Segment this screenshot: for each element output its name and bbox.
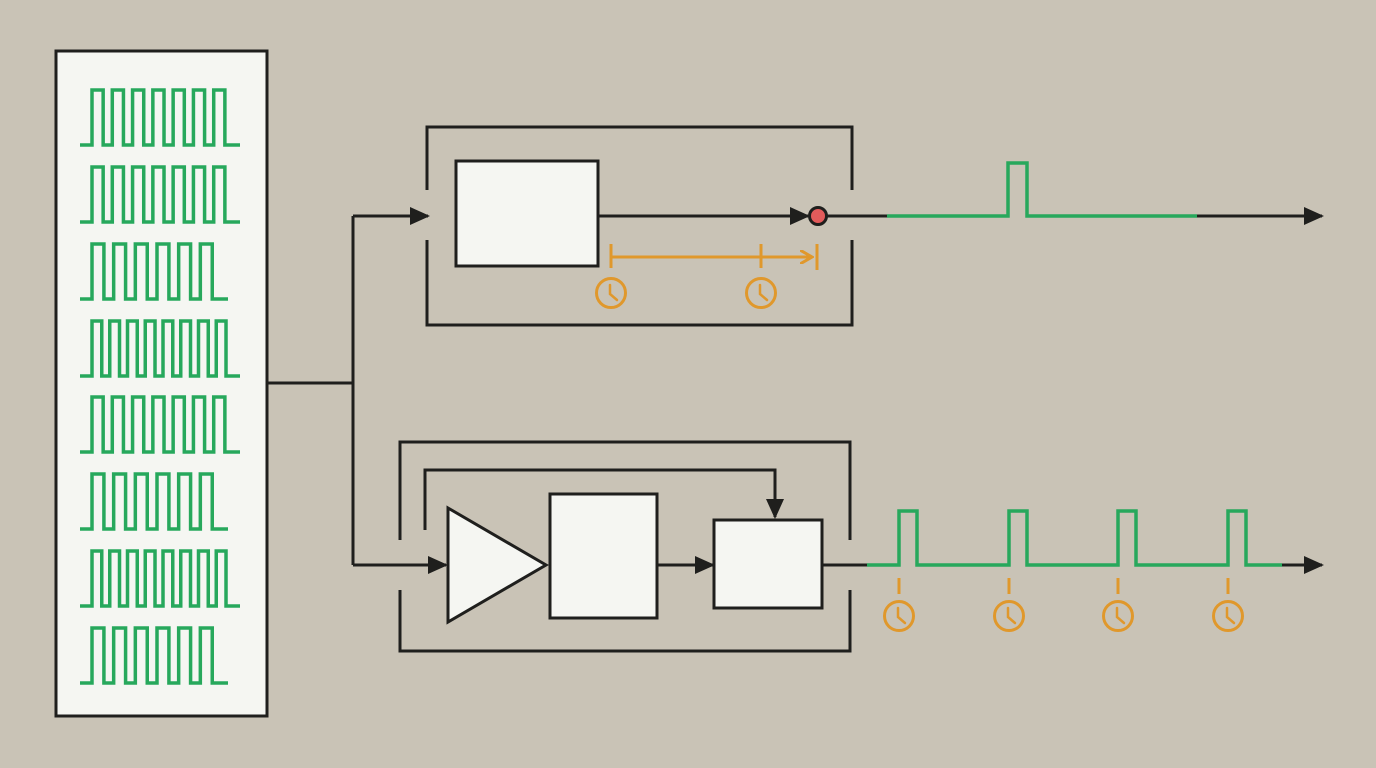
lower-timing (883, 578, 1244, 632)
upper-path (425, 125, 1324, 327)
upper-output-signal (887, 161, 1197, 218)
pulse-train-1 (80, 88, 240, 147)
clock-icon (1102, 600, 1134, 632)
clock-icon (883, 600, 915, 632)
pulse-train-3 (80, 242, 228, 301)
feedback-loop (423, 468, 784, 530)
lower-output-signal (867, 509, 1282, 567)
pulse-train-6 (80, 472, 228, 531)
pulse-train-7 (80, 549, 240, 608)
splitter (267, 207, 448, 574)
lower-path (398, 440, 1324, 653)
pulse-train-8 (80, 626, 228, 685)
pulse-train-5 (80, 395, 240, 454)
input-bank-panel (54, 49, 269, 718)
upper-frame-top (425, 125, 854, 190)
upper-processing-block (454, 159, 600, 268)
pulse-train-4 (80, 319, 240, 378)
input-bank (54, 49, 269, 718)
clock-icon (745, 277, 777, 309)
pulse-trains (80, 88, 240, 685)
marker-dot (808, 206, 828, 226)
pulse-train-2 (80, 165, 240, 224)
lower-frame-bottom (398, 590, 852, 653)
upper-frame-bottom (425, 240, 854, 327)
lower-frame-outer-top (398, 440, 852, 540)
lower-output-block (712, 518, 824, 610)
triangle-amplifier (446, 505, 549, 625)
upper-timing (595, 244, 819, 309)
lower-processing-block (548, 492, 659, 620)
clock-icon (993, 600, 1025, 632)
clock-icon (595, 277, 627, 309)
clock-icon (1212, 600, 1244, 632)
